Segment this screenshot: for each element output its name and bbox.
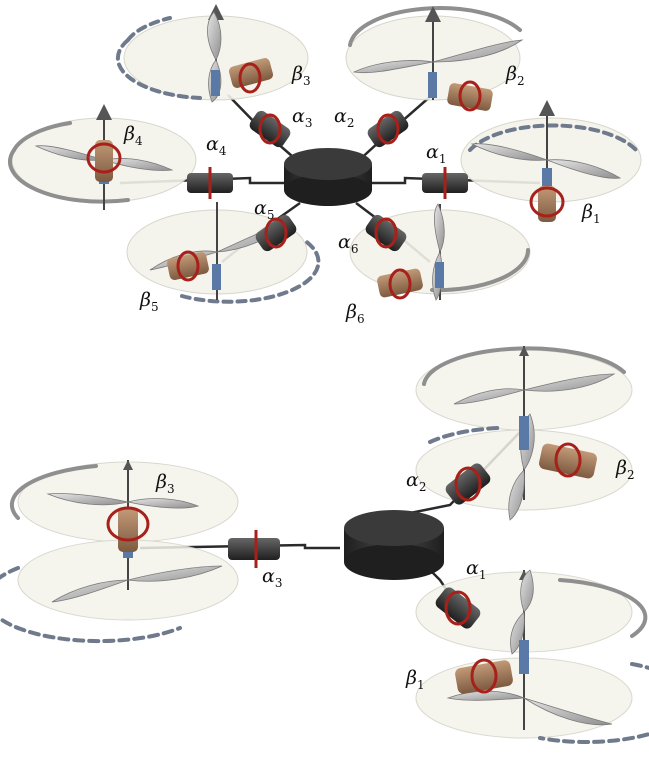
motor-blue-2: [428, 72, 437, 98]
label-alpha-4: α4: [206, 133, 227, 158]
motor-blue-b2: [519, 416, 529, 450]
label-beta-1: β1: [581, 201, 601, 226]
bottom-configuration: α1 α2 α3 β1 β2 β3: [0, 346, 649, 744]
top-rotation-arrows: [8, 6, 638, 304]
bottom-rotation-indicators: [106, 442, 582, 694]
motor-tan-2: [447, 83, 493, 111]
bottom-rotation-arrows: [0, 346, 649, 744]
top-labels: α1 α2 α3 α4 α5 α6 β1 β2 β3 β4 β5 β6: [123, 63, 601, 326]
bottom-rotor-discs: [17, 349, 633, 739]
top-rotation-indicators: [86, 62, 565, 300]
top-hub: [284, 148, 372, 206]
label-alpha-2: α2: [334, 105, 354, 130]
bottom-labels: α1 α2 α3 β1 β2 β3: [155, 457, 635, 692]
actuator-b2: [445, 463, 491, 505]
label-beta-3: β3: [291, 63, 311, 88]
actuator-2: [367, 110, 409, 148]
motor-tan-5: [167, 252, 209, 280]
bottom-propellers: [47, 373, 616, 726]
label-b-alpha-3: α3: [262, 565, 282, 590]
label-beta-2: β2: [505, 63, 525, 88]
label-beta-6: β6: [345, 301, 365, 326]
motor-tan-b2: [539, 443, 597, 479]
actuator-b1: [435, 587, 481, 629]
label-b-alpha-1: α1: [466, 557, 486, 582]
actuator-6: [365, 214, 407, 252]
label-b-beta-1: β1: [405, 667, 425, 692]
actuator-5: [255, 214, 297, 252]
motor-tan-6: [377, 268, 423, 298]
motor-blue-b1: [519, 640, 529, 674]
top-configuration: α1 α2 α3 α4 α5 α6 β1 β2 β3 β4 β5 β6: [8, 4, 642, 326]
top-motors: [95, 58, 556, 298]
label-b-alpha-2: α2: [406, 469, 426, 494]
motor-blue-5: [212, 264, 221, 290]
top-tilt-actuators: [187, 110, 468, 252]
label-b-beta-2: β2: [615, 457, 635, 482]
bottom-tilt-actuators: [228, 463, 491, 629]
motor-blue-1: [542, 168, 552, 196]
label-alpha-3: α3: [292, 105, 312, 130]
label-alpha-5: α5: [254, 197, 274, 222]
motor-tan-b1: [455, 660, 513, 694]
label-beta-4: β4: [123, 123, 143, 148]
label-alpha-6: α6: [338, 231, 358, 256]
actuator-b3: [228, 538, 280, 560]
motor-tan-b3: [118, 508, 138, 552]
motor-blue-3: [211, 70, 220, 96]
actuator-3: [249, 110, 291, 148]
motor-tan-1: [538, 186, 556, 222]
label-b-beta-3: β3: [155, 471, 175, 496]
label-beta-5: β5: [139, 289, 159, 314]
bottom-hub: [344, 510, 444, 580]
label-alpha-1: α1: [426, 141, 446, 166]
motor-blue-6: [435, 262, 444, 288]
